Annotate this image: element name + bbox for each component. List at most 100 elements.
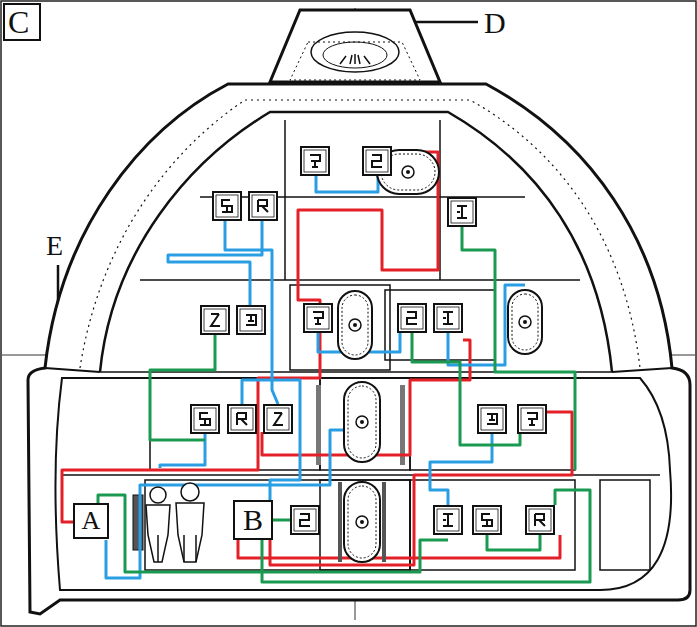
symbol-box [264,405,292,433]
dome-window [323,42,387,68]
pod-hatch [523,320,527,324]
pod-hatch [356,516,368,528]
lower-hull [55,378,671,590]
symbol-box-inner [240,309,262,331]
alien-glyph [300,514,310,526]
hull-rivets [80,100,245,368]
green-wire [98,495,448,572]
deck [140,279,580,281]
red-wire [238,535,560,558]
door [400,385,405,465]
symbol-box [478,405,506,433]
room [600,480,650,570]
blue-wire [160,433,205,468]
dome-window [311,32,399,72]
alien-glyph [482,514,492,526]
pod-hatch [356,416,368,428]
symbol-box [448,198,476,226]
symbol-box-inner [307,307,329,329]
green-wire [487,535,540,550]
symbol-box [434,304,462,332]
pod-inner [348,386,376,458]
room [290,285,390,370]
pod [508,290,542,354]
alien-glyph [258,200,268,212]
symbol-box [191,405,219,433]
symbol-box [228,405,256,433]
inner-hull [100,112,612,372]
pod-hatch [360,520,364,524]
alien-glyph [443,514,453,526]
labelled-box: B [233,500,273,540]
symbol-box [473,506,501,534]
pod-hatch [406,170,410,174]
symbol-box [237,306,265,334]
symbol-box-inner [481,408,503,430]
blue-wire [168,220,262,305]
door [316,385,321,465]
symbol-box-inner [366,150,388,172]
symbol-box-inner [521,408,543,430]
symbol-box [301,147,329,175]
label-frame [4,4,40,40]
alien-glyph [407,312,417,324]
box-letter: A [82,508,101,534]
symbol-box [201,306,229,334]
green-wire [262,490,590,582]
section-letter: E [46,232,63,260]
symbol-box [363,147,391,175]
grille [338,482,342,562]
labelled-box: A [73,503,109,539]
box-letter: B [243,505,263,535]
alien-glyph [313,312,323,324]
hull-rivets [245,100,640,368]
symbol-box-inner [204,309,226,331]
symbol-box-inner [304,150,326,172]
alien-glyph [246,315,256,325]
alien-glyph [222,200,232,212]
symbol-box-inner [294,509,316,531]
symbol-box-inner [437,509,459,531]
symbol-box-inner [437,307,459,329]
symbol-box [291,506,319,534]
outer-hull [28,84,690,614]
pod-hatch [360,420,364,424]
pod [344,482,380,562]
pod-inner [512,294,538,350]
symbol-box [249,192,277,220]
symbol-box-inner [476,509,498,531]
pod-hatch [349,319,361,331]
alien-glyph [237,413,247,425]
alien-glyph [457,206,467,218]
blue-wire [242,380,300,502]
alien-glyph [487,414,497,424]
green-wire [412,332,520,445]
pod [344,382,380,462]
turret-inner [290,42,420,80]
blue-wire [316,175,378,192]
alien-glyph [372,155,382,167]
red-wire [62,152,438,522]
symbol-box [398,304,426,332]
pod-hatch [353,323,357,327]
alien-glyph [443,312,453,324]
symbol-box-inner [451,201,473,223]
symbol-box-inner [267,408,289,430]
symbol-box-inner [194,408,216,430]
crew-figures [146,483,204,562]
symbol-box [518,405,546,433]
symbol-box-inner [529,509,551,531]
green-wire [150,335,215,440]
wall [284,120,286,280]
symbol-box-inner [252,195,274,217]
blue-wire [225,220,278,404]
alien-glyph [527,413,537,425]
alien-glyph [535,514,545,526]
green-wire [462,225,575,470]
alien-glyph [200,413,210,425]
pod-hatch [402,166,414,178]
symbol-box [434,506,462,534]
alien-glyph [274,413,283,425]
alien-glyph [310,155,320,167]
